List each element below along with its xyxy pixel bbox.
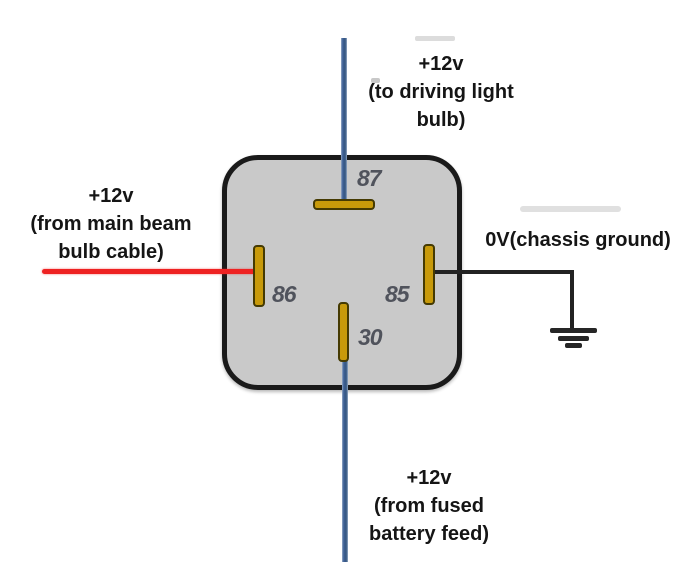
ground-bar-bottom (565, 343, 582, 348)
pin-label-85: 85 (385, 281, 410, 307)
terminal-85 (423, 244, 435, 305)
wire-85-to-ground-horizontal (432, 270, 574, 274)
wire-30-battery-feed (342, 358, 348, 562)
ground-bar-middle (558, 336, 589, 341)
label-line: +12v (406, 467, 452, 489)
label-line: (from main beam (30, 213, 192, 235)
label-driving-light: +12v (to driving light bulb) (331, 50, 551, 134)
pin-label-87: 87 (357, 165, 382, 191)
wire-86-main-beam-trigger (42, 269, 256, 274)
label-line: 0V(chassis ground) (485, 229, 671, 251)
pin-label-86: 86 (272, 281, 297, 307)
wire-87-to-driving-light (341, 38, 347, 202)
label-main-beam: +12v (from main beam bulb cable) (5, 182, 217, 266)
erased-line-artifact-top (415, 36, 455, 41)
terminal-86 (253, 245, 265, 307)
label-line: (from fused (374, 495, 484, 517)
wire-85-to-ground-vertical (570, 270, 574, 330)
label-line: battery feed) (368, 523, 490, 545)
label-battery-feed: +12v (from fused battery feed) (319, 464, 539, 548)
terminal-30 (338, 302, 349, 362)
erased-dot-artifact (371, 78, 380, 83)
terminal-87 (313, 199, 375, 210)
label-line: bulb cable) (58, 241, 164, 263)
label-chassis-ground: 0V(chassis ground) (468, 226, 688, 254)
label-line: +12v (418, 53, 464, 75)
ground-bar-top (550, 328, 597, 333)
label-line: bulb) (416, 109, 466, 131)
label-line: +12v (88, 185, 134, 207)
pin-label-30: 30 (358, 324, 383, 350)
erased-line-artifact-right (520, 206, 621, 212)
label-line: (to driving light (368, 81, 514, 103)
